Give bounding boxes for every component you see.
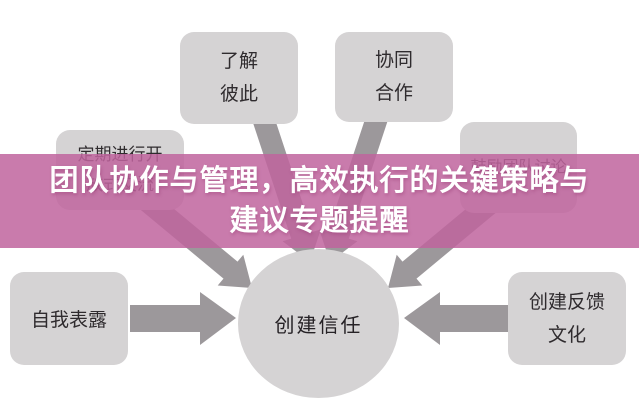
node-know-each-other: 了解 彼此 <box>180 32 298 124</box>
arrow-from-feedback-culture <box>404 292 508 345</box>
node-label-line: 协同 <box>374 50 413 71</box>
node-collaborate: 协同 合作 <box>335 32 453 122</box>
node-label-line: 彼此 <box>219 84 258 105</box>
node-label-line: 自我表露 <box>30 310 107 331</box>
node-self-disclosure: 自我表露 <box>10 272 128 365</box>
headline-banner: 团队协作与管理，高效执行的关键策略与 建议专题提醒 <box>0 154 639 248</box>
node-label-line: 文化 <box>547 324 586 346</box>
node-feedback-culture: 创建反馈 文化 <box>508 272 626 365</box>
node-label-line: 合作 <box>374 83 413 104</box>
node-label-line: 创建反馈 <box>528 291 605 313</box>
center-node-label: 创建信任 <box>274 315 363 337</box>
headline-line-1: 团队协作与管理，高效执行的关键策略与 <box>49 165 590 197</box>
node-label-line: 了解 <box>219 51 258 72</box>
arrow-from-self-disclosure <box>130 292 236 345</box>
headline-line-2: 建议专题提醒 <box>229 205 410 237</box>
center-node-create-trust: 创建信任 <box>238 249 399 398</box>
